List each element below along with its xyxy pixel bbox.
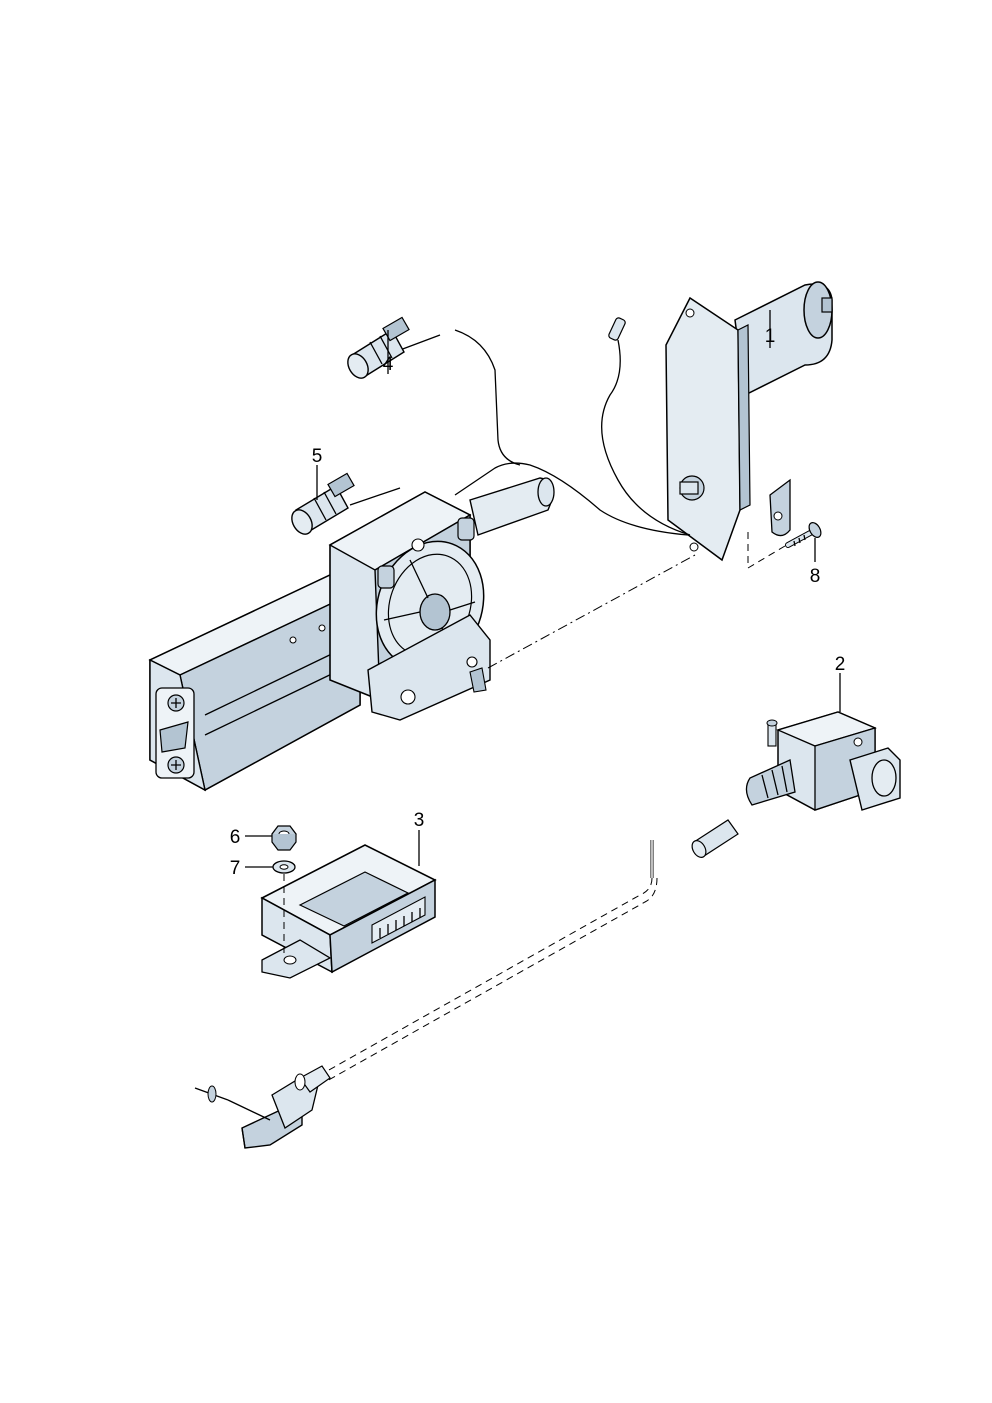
callout-1: 1 [765,326,776,347]
callout-4: 4 [383,354,394,375]
part-2-switch [745,711,901,811]
actuator-housing [148,477,555,792]
callout-3: 3 [414,810,425,831]
part-7-washer [272,860,296,955]
sleeve-fitting [691,819,739,858]
bowden-cable [319,840,658,1083]
callout-8: 8 [810,566,821,587]
cable-bracket [194,1065,331,1149]
part-8-bolt [785,522,822,548]
alignment-line-bolt [747,532,796,569]
actuator-harness [454,329,689,536]
callout-5: 5 [312,446,323,467]
callout-2: 2 [835,654,846,675]
part-4-connector [347,316,441,379]
part-1-motor [601,281,833,562]
callout-6: 6 [230,827,241,848]
alignment-line-motor [487,554,696,669]
part-5-connector [291,472,401,535]
part-3-control-unit [260,844,437,979]
part-6-nut [271,825,297,851]
callout-7: 7 [230,858,241,879]
